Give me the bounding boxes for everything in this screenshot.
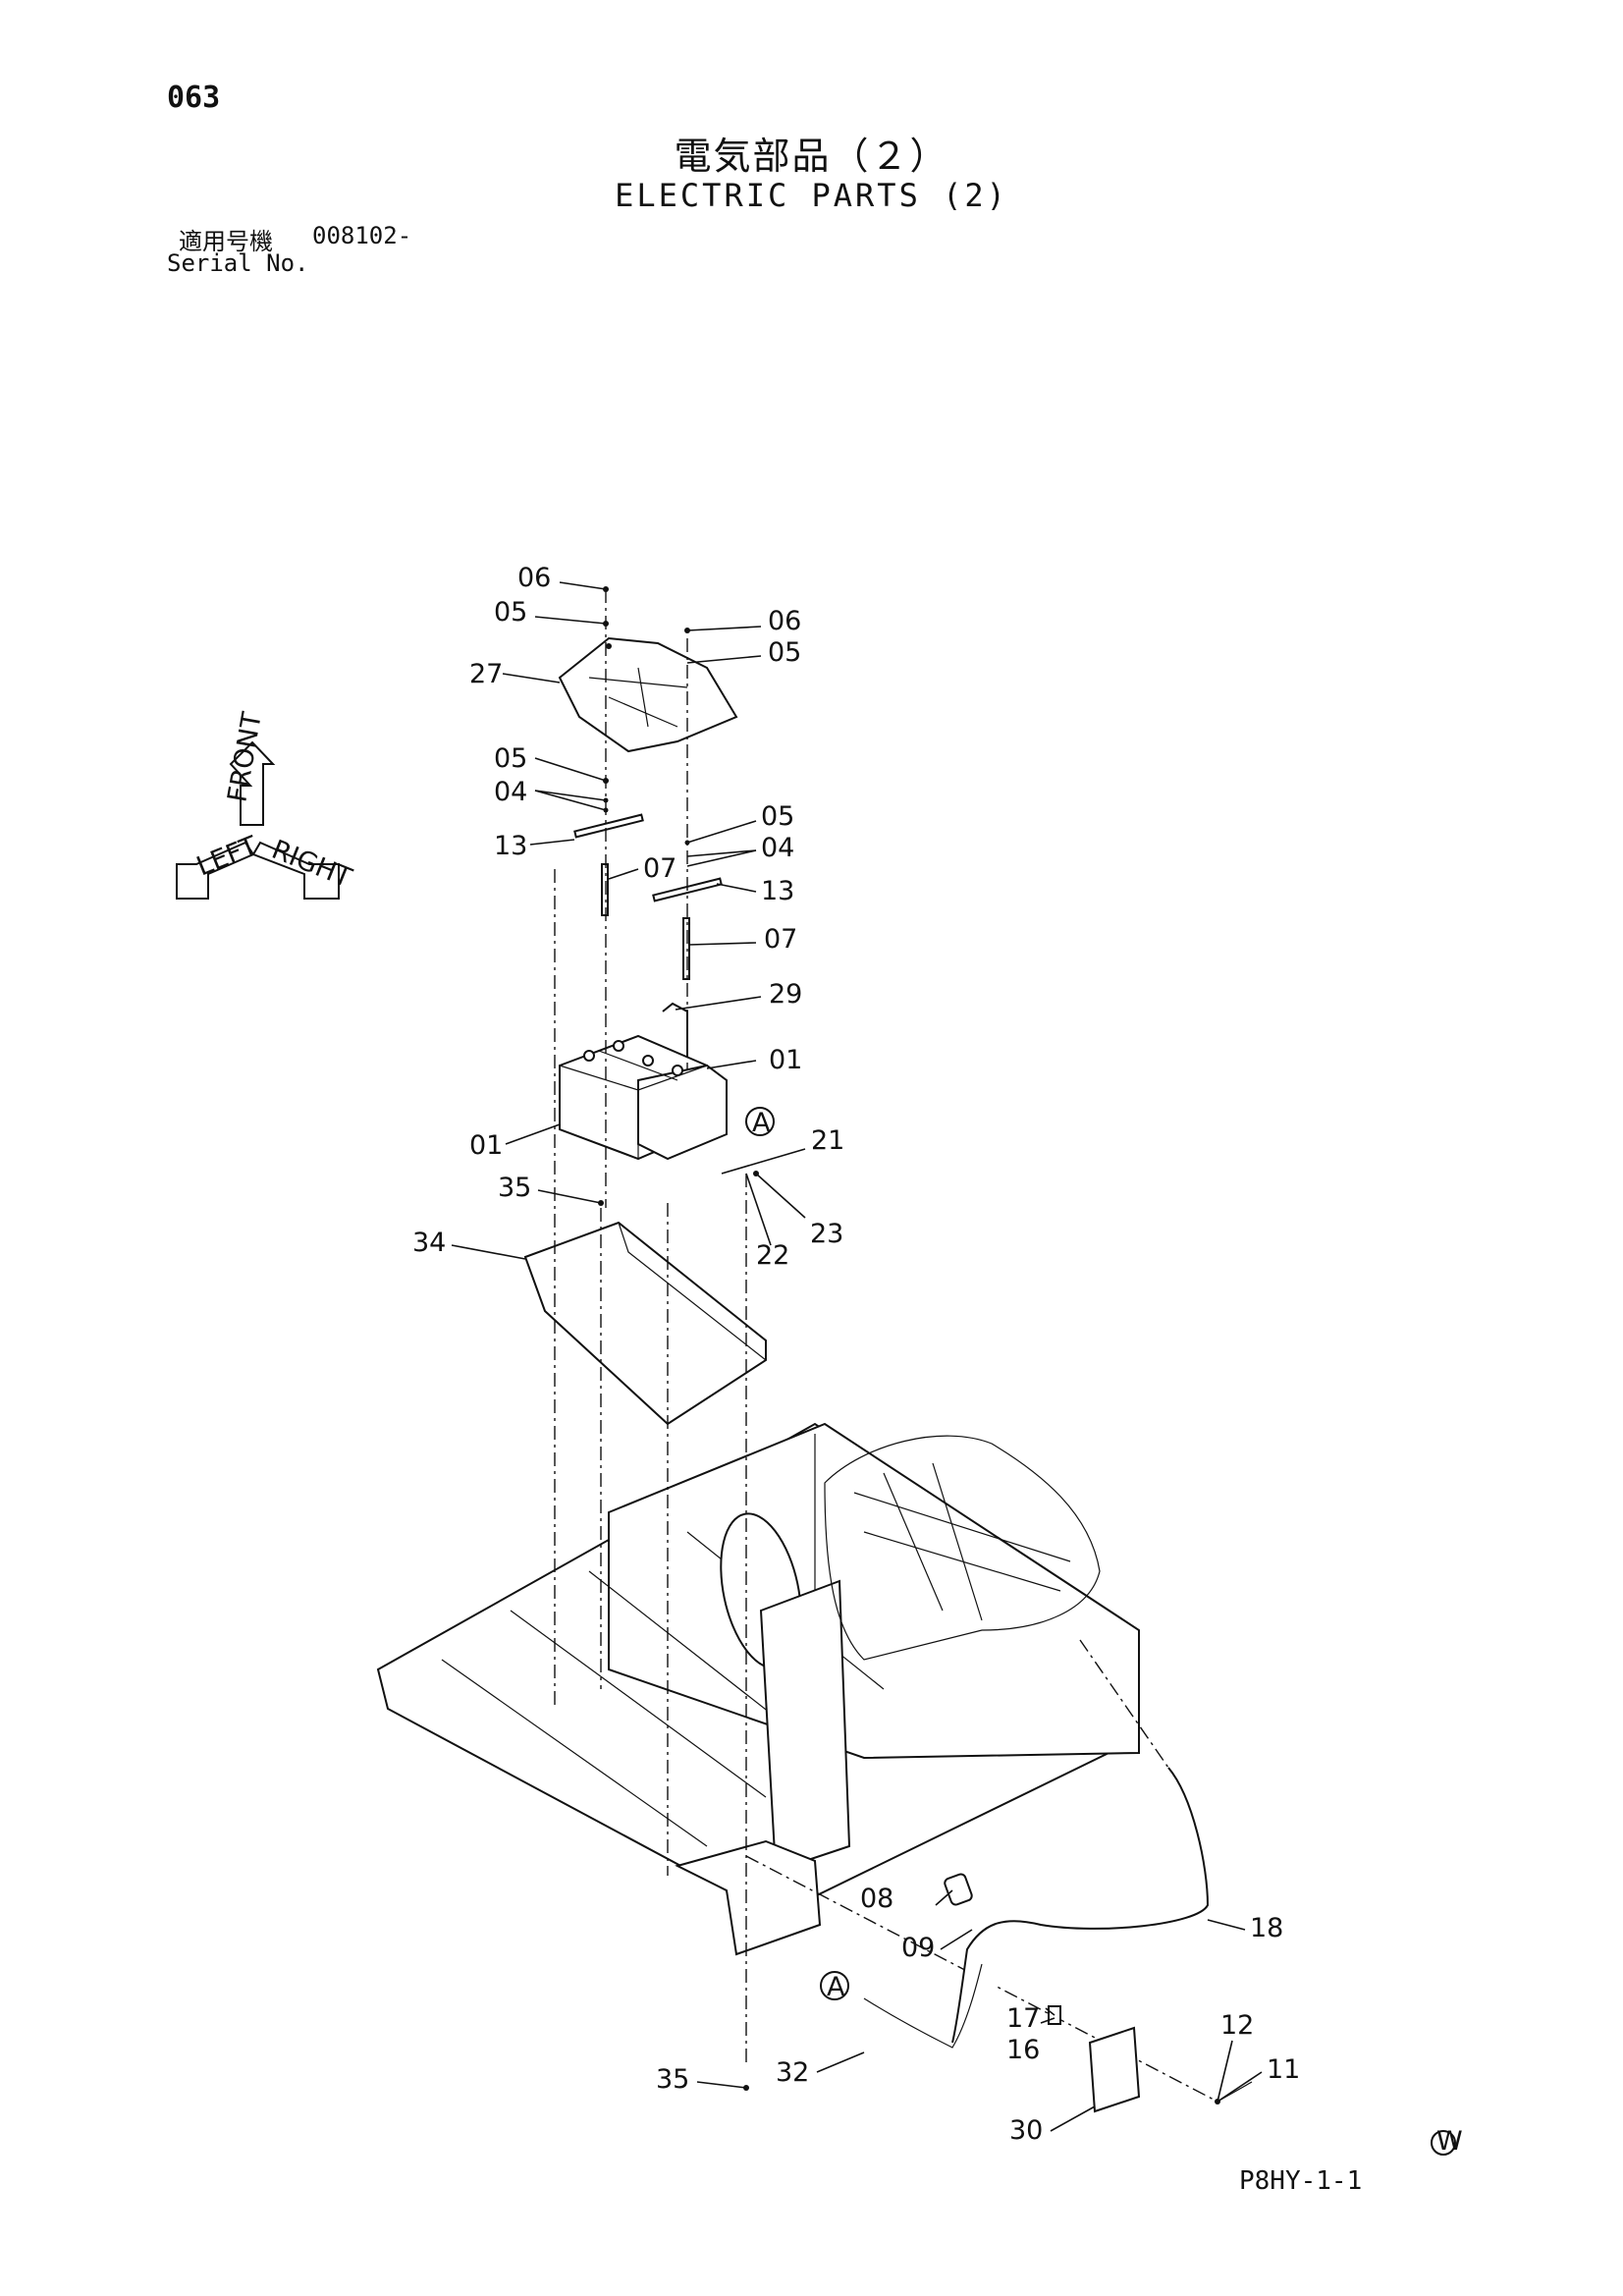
battery-hold-down-hardware <box>573 813 723 1062</box>
battery-cover-plate <box>558 636 738 753</box>
callout-35a: 35 <box>498 1173 531 1203</box>
page-title-jp: 電気部品（２） <box>674 135 949 178</box>
callout-23: 23 <box>810 1219 843 1249</box>
serial-value: 008102- <box>312 222 412 249</box>
battery-tray <box>523 1221 767 1426</box>
compass-label-left: LEFT <box>192 831 262 883</box>
callout-05b: 05 <box>768 637 801 668</box>
callout-32: 32 <box>776 2057 809 2088</box>
callout-21: 21 <box>811 1125 844 1156</box>
callout-04a: 04 <box>494 777 527 807</box>
page-number: 063 <box>167 81 221 115</box>
callout-05c: 05 <box>494 743 527 774</box>
ref-mark-w: W <box>1436 2126 1463 2157</box>
reference-marks: A A W <box>745 1107 1463 2157</box>
battery-pair <box>559 1034 728 1161</box>
page-title-en: ELECTRIC PARTS (2) <box>615 177 1008 214</box>
ref-mark-a-2: A <box>827 1972 845 2002</box>
compass-left-arrow <box>176 841 255 900</box>
ref-mark-a-circle-2 <box>820 1971 849 2000</box>
callout-08: 08 <box>860 1884 893 1914</box>
compass-right-arrow <box>251 841 340 900</box>
callout-30: 30 <box>1009 2115 1043 2146</box>
callout-06a: 06 <box>517 563 551 593</box>
serial-label-en: Serial No. <box>167 249 309 277</box>
orientation-compass: FRONT LEFT RIGHT <box>176 710 356 900</box>
callout-05d: 05 <box>761 801 794 832</box>
battery-cables-and-switches <box>863 1767 1253 2113</box>
callout-06b: 06 <box>768 606 801 636</box>
callout-11: 11 <box>1267 2054 1300 2085</box>
callout-leaders <box>451 581 1263 2132</box>
callout-09: 09 <box>901 1933 935 1963</box>
callout-17: 17 <box>1006 2003 1040 2034</box>
ref-mark-a-circle-1 <box>745 1107 775 1136</box>
callout-13b: 13 <box>761 876 794 906</box>
serial-label-jp: 適用号機 <box>179 228 273 255</box>
callout-27: 27 <box>469 659 503 689</box>
callout-12: 12 <box>1220 2010 1254 2041</box>
ref-mark-w-circle <box>1431 2130 1456 2156</box>
compass-front-arrow <box>229 740 276 826</box>
callout-01a: 01 <box>769 1045 802 1075</box>
callout-34: 34 <box>412 1228 446 1258</box>
callout-18: 18 <box>1250 1913 1283 1943</box>
callout-16: 16 <box>1006 2035 1040 2065</box>
callout-07b: 07 <box>764 924 797 955</box>
callout-numbers: 06 05 06 05 27 05 04 13 07 05 04 13 07 2… <box>412 563 1300 2146</box>
callout-29: 29 <box>769 979 802 1010</box>
callout-05a: 05 <box>494 597 527 628</box>
callout-01b: 01 <box>469 1130 503 1161</box>
callout-22: 22 <box>756 1240 789 1271</box>
callout-07a: 07 <box>643 853 676 884</box>
callout-13a: 13 <box>494 831 527 861</box>
machine-frame-and-engine <box>376 1422 1141 1956</box>
callout-04b: 04 <box>761 833 794 863</box>
callout-35b: 35 <box>656 2064 689 2095</box>
ref-mark-a-1: A <box>752 1108 771 1138</box>
figure-id: P8HY-1-1 <box>1239 2166 1363 2196</box>
